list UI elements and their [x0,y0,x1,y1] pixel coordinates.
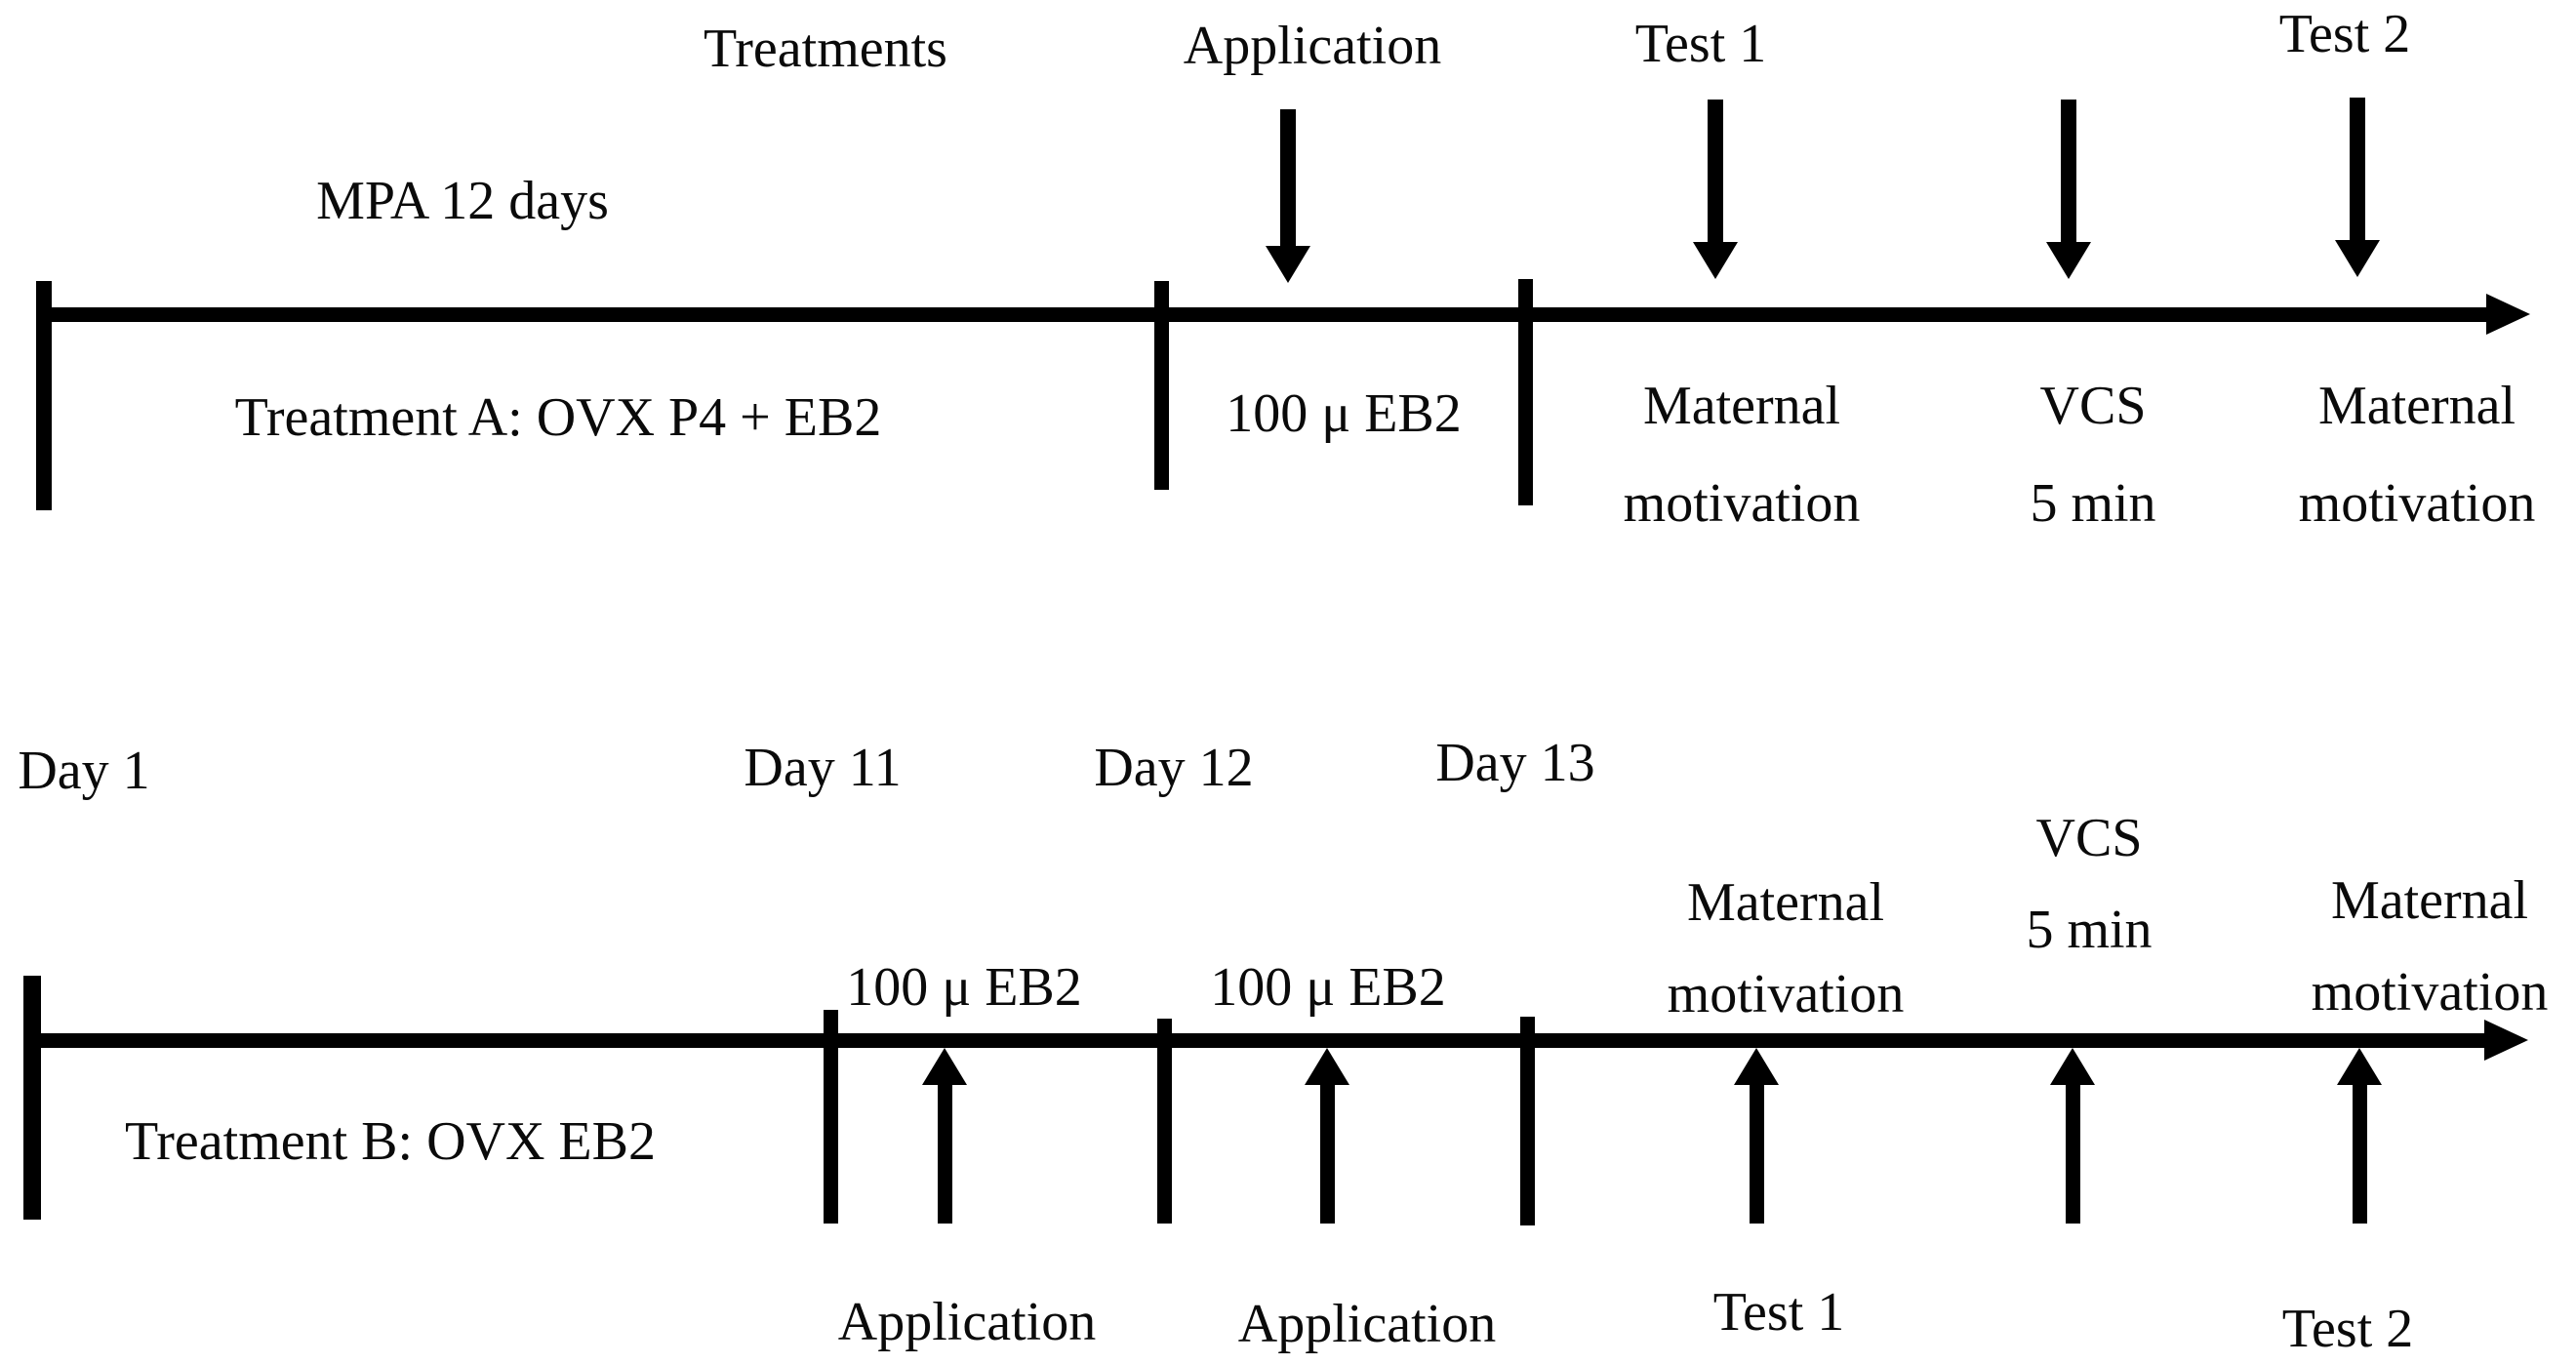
timeline-a-tick-day12 [1154,281,1169,490]
arrow-shaft [1708,100,1723,242]
timeline-b-axis-arrowhead-icon [2484,1020,2528,1061]
label-treatment-a: Treatment A: OVX P4 + EB2 [234,387,882,448]
arrow-up-icon [2337,1048,2382,1085]
label-line: Maternal [2317,376,2516,436]
label-line: 5 min [2030,473,2156,534]
label-test1-a: Test 1 [1634,14,1767,74]
arrow-down-icon [2046,242,2091,279]
label-application-a: Application [1183,16,1442,76]
label-line: motivation [1667,964,1905,1024]
arrow-shaft [2350,98,2365,240]
arrow-shaft [2066,1083,2080,1224]
arrow-down-icon [1693,242,1738,279]
label-line: Maternal [2330,870,2529,931]
arrow-shaft [2353,1083,2367,1224]
label-day-11: Day 11 [744,738,902,798]
timeline-b-tick-day11 [824,1010,838,1224]
arrow-shaft [1280,109,1296,246]
timeline-b-tick-day12 [1157,1019,1172,1224]
timeline-b-axis [24,1033,2484,1048]
timeline-b-tick-start [23,976,41,1220]
label-dose-b2: 100 μ EB2 [1210,957,1446,1018]
timeline-a-tick-start [36,281,52,510]
label-test2-a: Test 2 [2278,4,2411,64]
arrow-up-icon [922,1048,967,1085]
label-line: 5 min [2026,900,2153,960]
label-line: Maternal [1642,376,1841,436]
label-maternal-motivation-test2-b: Maternal motivation [2312,855,2549,1038]
arrow-shaft [938,1083,952,1224]
timeline-a-axis-arrowhead-icon [2486,294,2530,335]
label-day-1: Day 1 [18,741,150,801]
arrow-up-icon [1305,1048,1349,1085]
label-line: motivation [2298,473,2536,534]
arrow-down-icon [2335,240,2380,277]
label-mpa-duration: MPA 12 days [316,171,609,231]
label-vcs-b: VCS 5 min [2026,792,2152,976]
label-line: Maternal [1686,872,1885,933]
timeline-b-tick-day13 [1520,1017,1535,1225]
label-dose-b1: 100 μ EB2 [846,957,1082,1018]
label-maternal-motivation-test1-b: Maternal motivation [1668,857,1905,1040]
label-line: VCS [2039,376,2147,436]
label-application-b2: Application [1237,1294,1497,1354]
label-maternal-motivation-test2-a: Maternal motivation [2299,357,2536,552]
arrow-down-icon [1266,246,1310,283]
label-vcs-a: VCS 5 min [2030,357,2155,552]
label-test1-b: Test 1 [1712,1282,1845,1343]
timeline-a-axis [44,307,2486,322]
label-test2-b: Test 2 [2281,1299,2414,1359]
label-application-b1: Application [837,1292,1097,1352]
arrow-shaft [1750,1083,1764,1224]
label-treatments-header: Treatments [704,19,947,79]
label-line: motivation [1623,473,1861,534]
label-day-13: Day 13 [1435,733,1595,793]
timeline-a-tick-day13 [1518,279,1533,505]
label-day-12: Day 12 [1094,738,1254,798]
label-dose-a: 100 μ EB2 [1226,383,1462,444]
label-line: motivation [2311,962,2549,1023]
label-line: VCS [2035,808,2143,868]
label-maternal-motivation-test1-a: Maternal motivation [1624,357,1861,552]
label-treatment-b: Treatment B: OVX EB2 [125,1111,656,1172]
arrow-up-icon [1734,1048,1779,1085]
arrow-shaft [2061,100,2076,242]
arrow-shaft [1320,1083,1335,1224]
arrow-up-icon [2050,1048,2095,1085]
